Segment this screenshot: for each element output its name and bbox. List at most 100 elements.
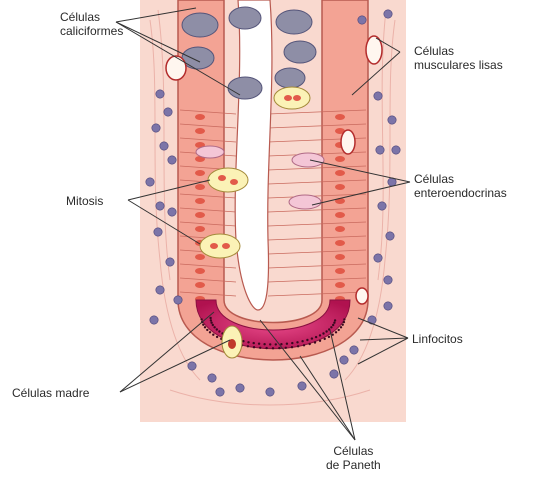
- granule: [253, 346, 255, 348]
- label-goblet-cells: Células caliciformes: [60, 10, 123, 38]
- lymphocyte: [386, 232, 394, 240]
- nucleus: [335, 268, 345, 274]
- granule: [343, 321, 345, 323]
- nucleus: [195, 170, 205, 176]
- granule: [315, 336, 317, 338]
- lymphocyte: [350, 346, 358, 354]
- granule: [319, 340, 321, 342]
- nucleus: [195, 184, 205, 190]
- granule: [291, 342, 293, 344]
- lymphocyte: [358, 16, 366, 24]
- lymphocyte: [330, 370, 338, 378]
- granule: [206, 329, 208, 331]
- lymphocyte: [156, 286, 164, 294]
- granule: [216, 336, 218, 338]
- granule: [286, 343, 288, 345]
- lymphocyte: [156, 202, 164, 210]
- lymphocyte: [166, 258, 174, 266]
- lymphocyte: [216, 388, 224, 396]
- lymphocyte: [266, 388, 274, 396]
- nucleus: [335, 226, 345, 232]
- granule: [332, 324, 334, 326]
- lymphocyte: [164, 108, 172, 116]
- granule: [324, 338, 326, 340]
- crypt-lumen: [235, 0, 272, 310]
- granule: [212, 324, 214, 326]
- granule: [309, 343, 311, 345]
- nucleus: [195, 128, 205, 134]
- granule: [285, 347, 287, 349]
- nucleus: [195, 282, 205, 288]
- nucleus: [195, 212, 205, 218]
- lymphocyte: [392, 146, 400, 154]
- nucleus: [195, 114, 205, 120]
- granule: [343, 318, 345, 320]
- lymphocyte: [388, 116, 396, 124]
- granule: [303, 344, 305, 346]
- lymphocyte: [188, 362, 196, 370]
- lymphocyte: [154, 228, 162, 236]
- granule: [322, 332, 324, 334]
- nucleus: [335, 212, 345, 218]
- granule: [330, 326, 332, 328]
- lymphocyte: [156, 90, 164, 98]
- lymphocyte: [378, 202, 386, 210]
- granule: [265, 347, 267, 349]
- nucleus: [195, 226, 205, 232]
- granule: [272, 347, 274, 349]
- granule: [306, 339, 308, 341]
- granule: [342, 324, 344, 326]
- granule: [334, 319, 336, 321]
- granule: [247, 345, 249, 347]
- granule: [328, 336, 330, 338]
- granule: [218, 330, 220, 332]
- nucleus: [195, 254, 205, 260]
- lymphocyte: [174, 296, 182, 304]
- granule: [209, 317, 211, 319]
- lymphocyte: [384, 276, 392, 284]
- granule: [253, 342, 255, 344]
- nucleus: [335, 170, 345, 176]
- granule: [242, 340, 244, 342]
- label-smooth-muscle-cells: Células musculares lisas: [414, 44, 503, 72]
- granule: [340, 326, 342, 328]
- granule: [200, 318, 202, 320]
- nucleus: [195, 198, 205, 204]
- granule: [216, 328, 218, 330]
- granule: [269, 343, 271, 345]
- granule: [202, 324, 204, 326]
- granule: [297, 345, 299, 347]
- nucleus: [195, 268, 205, 274]
- lymphocyte: [374, 254, 382, 262]
- nucleus: [335, 114, 345, 120]
- granule: [210, 319, 212, 321]
- granule: [258, 343, 260, 345]
- nucleus: [335, 156, 345, 162]
- granule: [325, 330, 327, 332]
- granule: [212, 334, 214, 336]
- granule: [296, 341, 298, 343]
- lymphocyte: [340, 356, 348, 364]
- nucleus: [335, 254, 345, 260]
- granule: [259, 347, 261, 349]
- nucleus: [335, 240, 345, 246]
- lymphocyte: [152, 124, 160, 132]
- granule: [210, 322, 212, 324]
- lymphocyte: [160, 142, 168, 150]
- lymphocyte: [146, 178, 154, 186]
- nucleus: [335, 282, 345, 288]
- label-enteroendocrine-cells: Células enteroendocrinas: [414, 172, 507, 200]
- granule: [314, 341, 316, 343]
- granule: [319, 334, 321, 336]
- granule: [204, 326, 206, 328]
- lymphocyte: [208, 374, 216, 382]
- granule: [247, 341, 249, 343]
- label-stem-cells: Células madre: [12, 386, 89, 400]
- granule: [263, 343, 265, 345]
- lymphocyte: [376, 146, 384, 154]
- nucleus: [335, 184, 345, 190]
- granule: [301, 340, 303, 342]
- lymphocyte: [384, 10, 392, 18]
- granule: [335, 331, 337, 333]
